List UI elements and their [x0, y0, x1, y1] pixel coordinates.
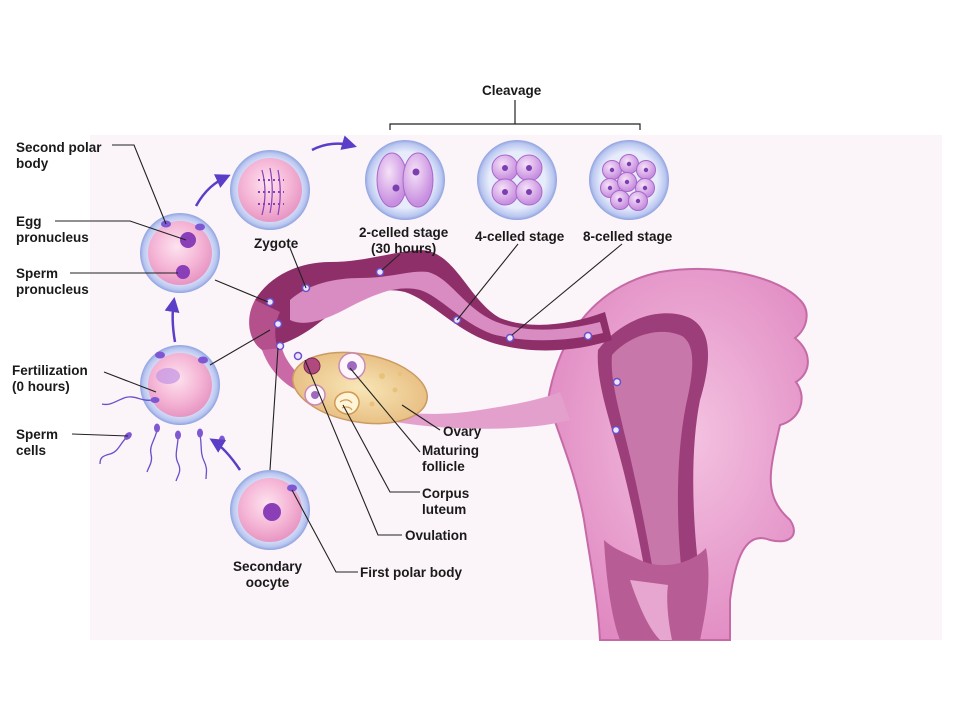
leader-lines	[55, 144, 623, 573]
label-ovary: Ovary	[443, 424, 482, 439]
pronuclei-cell	[140, 213, 220, 293]
label-maturing-follicle: Maturing follicle	[422, 443, 479, 474]
secondary-oocyte-cell	[230, 470, 310, 550]
zygote-cell	[230, 150, 310, 230]
label-first-polar-body: First polar body	[360, 565, 463, 580]
label-corpus-luteum: Corpus luteum	[422, 486, 470, 517]
label-egg-pronucleus: Egg pronucleus	[16, 214, 89, 245]
progression-arrows	[164, 135, 357, 471]
label-second-polar-body: Second polar body	[16, 140, 102, 171]
cleavage-bracket	[389, 100, 641, 130]
four-celled-embryo	[477, 140, 557, 220]
label-cleavage: Cleavage	[482, 83, 542, 98]
label-sperm-cells: Sperm cells	[16, 427, 59, 458]
label-sperm-pronucleus: Sperm pronucleus	[16, 266, 89, 297]
sperm-cells	[99, 396, 208, 482]
fertilization-cell	[140, 345, 220, 425]
label-eight-celled-stage: 8-celled stage	[583, 229, 673, 244]
label-fertilization: Fertilization (0 hours)	[12, 363, 88, 394]
fallopian-tube	[249, 250, 612, 429]
uterus	[546, 267, 809, 641]
label-ovulation: Ovulation	[405, 528, 468, 543]
label-four-celled-stage: 4-celled stage	[475, 229, 565, 244]
label-zygote: Zygote	[254, 236, 299, 251]
eight-celled-embryo	[589, 140, 669, 220]
label-two-celled-stage: 2-celled stage (30 hours)	[359, 225, 449, 256]
two-celled-embryo	[365, 140, 445, 220]
ovary	[292, 351, 428, 425]
label-secondary-oocyte: Secondary oocyte	[233, 559, 303, 590]
